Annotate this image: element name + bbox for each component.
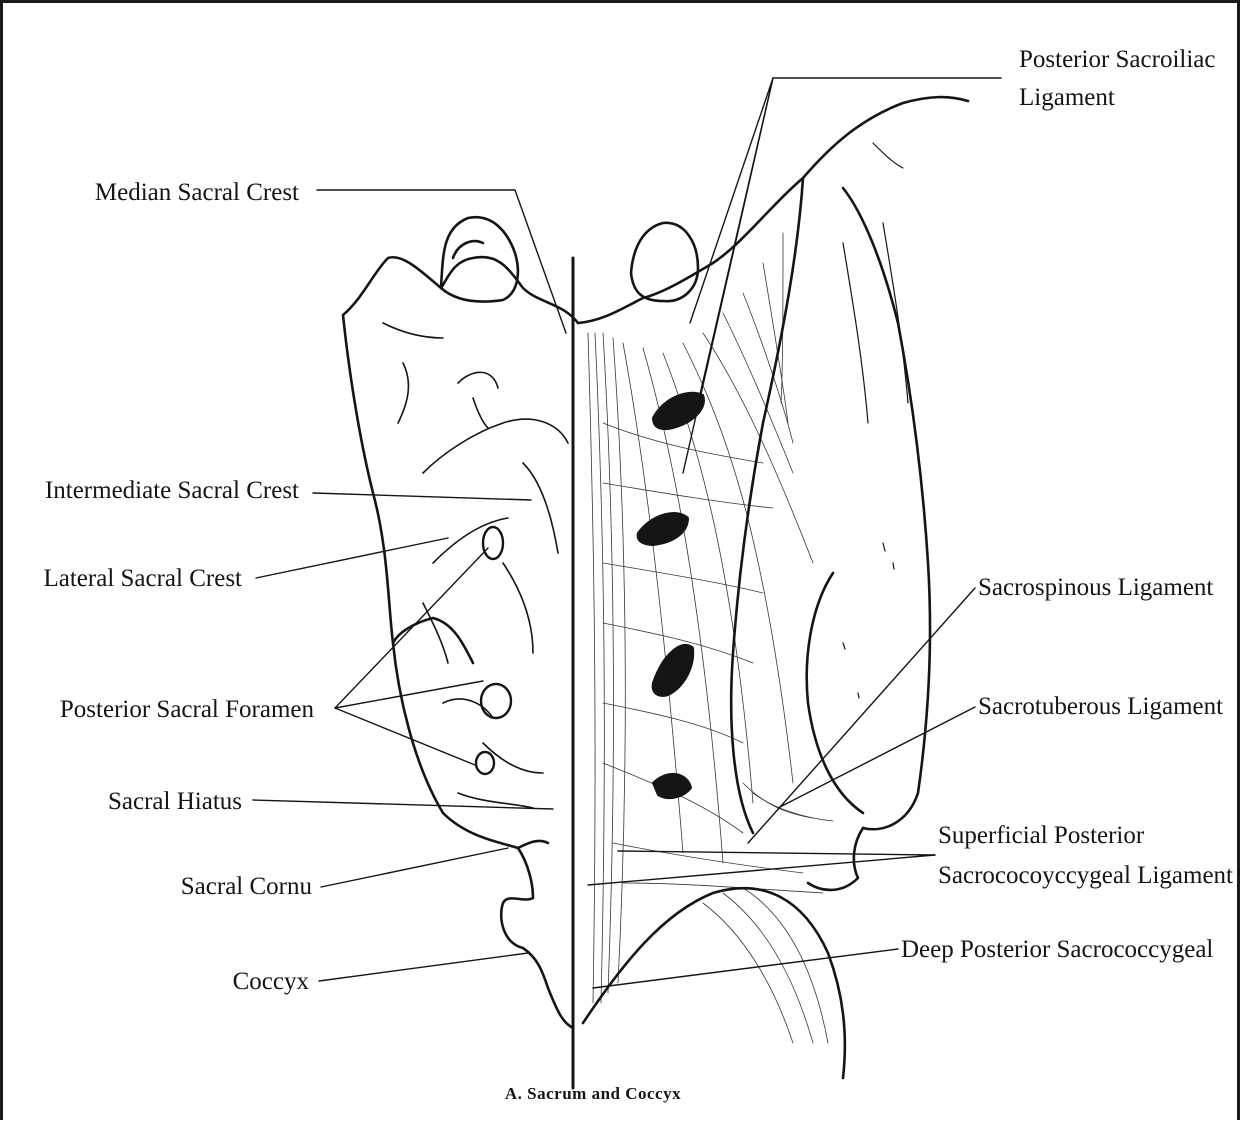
- label-median-sacral-crest: Median Sacral Crest: [95, 180, 299, 205]
- label-sacrotuberous-ligament: Sacrotuberous Ligament: [978, 694, 1223, 719]
- label-posterior-sacroiliac-line1: Posterior Sacroiliac: [1019, 47, 1215, 72]
- label-superficial-line1: Superficial Posterior: [938, 823, 1144, 848]
- figure-caption: A. Sacrum and Coccyx: [3, 1084, 1183, 1104]
- label-deep-posterior: Deep Posterior Sacrococcygeal: [901, 937, 1213, 962]
- pelvis-outline: [578, 97, 968, 1078]
- label-coccyx: Coccyx: [233, 969, 309, 994]
- label-superficial-line2: Sacrococoyccygeal Ligament: [938, 863, 1233, 888]
- sacrum-bone: [343, 217, 578, 1028]
- leader-lines: [253, 78, 1001, 988]
- iliac-detail: [843, 143, 908, 698]
- label-sacrospinous-ligament: Sacrospinous Ligament: [978, 575, 1213, 600]
- label-lateral-sacral-crest: Lateral Sacral Crest: [43, 566, 242, 591]
- label-intermediate-sacral-crest: Intermediate Sacral Crest: [45, 478, 299, 503]
- bony-foramina: [476, 527, 511, 774]
- label-sacral-hiatus: Sacral Hiatus: [108, 789, 242, 814]
- label-sacral-cornu: Sacral Cornu: [181, 874, 312, 899]
- label-posterior-sacral-foramen: Posterior Sacral Foramen: [60, 697, 314, 722]
- label-posterior-sacroiliac-line2: Ligament: [1019, 85, 1115, 110]
